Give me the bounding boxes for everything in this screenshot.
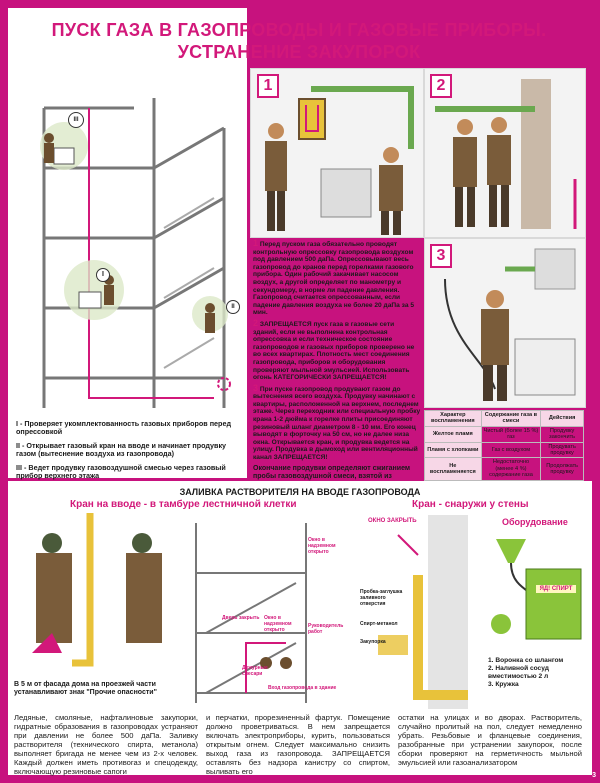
left-panel: ПУСК ГАЗА В ГАЗОПРОВОДЫ И ГАЗОВЫЕ ПРИБОР… bbox=[8, 8, 546, 480]
sign-caption: В 5 м от фасада дома на проезжей части у… bbox=[14, 681, 157, 696]
table-cell: Не воспламеняется bbox=[424, 457, 482, 481]
table-cell: Продолжать продувку bbox=[540, 457, 584, 481]
legend-item-ii: II - Открывает газовый кран на вводе и н… bbox=[16, 440, 227, 459]
table-header: Характер воспламенения bbox=[424, 410, 482, 427]
step-text-block: 1 Перед пуском газа обязательно проводят… bbox=[253, 238, 421, 532]
table-cell: Чистый (более 15 %) газ bbox=[480, 425, 542, 443]
table-cell: Продувку закончить bbox=[540, 425, 584, 443]
legend-item-i: I - Проверяет укомплектованность газовых… bbox=[16, 419, 232, 437]
marker-i: I bbox=[96, 268, 110, 282]
label-window-open: Окно в надземном открыто bbox=[308, 537, 336, 555]
step-1-number: 1 bbox=[257, 74, 279, 98]
marker-ii: II bbox=[226, 300, 240, 314]
step-1-marker: 1 bbox=[253, 238, 259, 248]
page-title-line1: ПУСК ГАЗА В ГАЗОПРОВОДЫ И ГАЗОВЫЕ ПРИБОР… bbox=[51, 20, 547, 40]
table-cell: Недостаточно (менее 4 %) содержание газа bbox=[480, 457, 542, 481]
table-row: Желтое пламя Чистый (более 15 %) газ Про… bbox=[424, 425, 584, 443]
legend: I - Проверяет укомплектованность газовых… bbox=[16, 419, 242, 485]
table-cell: Газ с воздухом bbox=[480, 441, 542, 459]
bottom-panel: ЗАЛИВКА РАСТВОРИТЕЛЯ НА ВВОДЕ ГАЗОПРОВОД… bbox=[8, 481, 592, 776]
bottom-header: ЗАЛИВКА РАСТВОРИТЕЛЯ НА ВВОДЕ ГАЗОПРОВОД… bbox=[179, 487, 421, 497]
step-1-text: Перед пуском газа обязательно проводят к… bbox=[253, 241, 415, 317]
page-title-line2: УСТРАНЕНИЕ ЗАКУПОРОК bbox=[177, 42, 421, 62]
table-row: Пламя с хлопками Газ с воздухом Продуват… bbox=[424, 441, 584, 459]
table-cell: Желтое пламя bbox=[424, 425, 482, 443]
stairwell-illustration bbox=[186, 513, 354, 709]
table-row: Не воспламеняется Недостаточно (менее 4 … bbox=[424, 457, 584, 481]
table-header: Содержание газа в смеси bbox=[480, 410, 542, 427]
marker-iii: III bbox=[68, 112, 84, 128]
page-number: 3 bbox=[592, 772, 596, 779]
step-2-number: 2 bbox=[430, 74, 452, 98]
equipment-list: 1. Воронка со шлангом 2. Наливной сосуд … bbox=[488, 657, 588, 689]
building-section-drawing bbox=[40, 98, 231, 408]
right-panel: 1 2 3 1 Перед пуском газа обязательно пр… bbox=[250, 8, 592, 528]
table-cell: Пламя с хлопками bbox=[424, 441, 482, 459]
subtitle-left: Кран на вводе - в тамбуре лестничной кле… bbox=[70, 499, 297, 510]
step-3-marker: 3 bbox=[253, 382, 259, 393]
table-header: Действия bbox=[540, 410, 584, 427]
label-door-close: Дверь закрыть bbox=[222, 615, 260, 621]
step-3-text: При пуске газопровод продувают газом до … bbox=[253, 385, 421, 462]
legend-item-iii: III - Ведет продувку газовоздушной смесь… bbox=[16, 462, 226, 481]
equipment-title: Оборудование bbox=[502, 517, 568, 527]
table-cell: Продувать продувку bbox=[540, 441, 584, 459]
subtitle-right: Кран - снаружи у стены bbox=[412, 499, 529, 510]
workers-illustration bbox=[12, 513, 180, 673]
paragraph-col-2: и перчатки, прорезиненный фартук. Помеще… bbox=[206, 713, 390, 776]
equipment-item: 3. Кружка bbox=[488, 681, 519, 688]
label-duty-fitters: Дежурные слесари bbox=[242, 665, 268, 677]
building-illustration: III I II bbox=[14, 68, 240, 413]
illustration-step-1 bbox=[250, 68, 424, 238]
step-2-text: ЗАПРЕЩАЕТСЯ пуск газа в газовые сети зда… bbox=[253, 320, 415, 382]
step-3-number: 3 bbox=[430, 244, 452, 268]
poison-label: ЯД! СПИРТ bbox=[536, 585, 576, 593]
label-close-window: ОКНО ЗАКРЫТЬ bbox=[368, 518, 417, 524]
label-window-open-2: Окно в надземном открыто bbox=[264, 615, 292, 633]
label-plug: Пробка-заглушка заливного отверстия bbox=[360, 589, 403, 607]
label-clog: Закупорка bbox=[360, 639, 386, 645]
step-2-marker: 2 bbox=[253, 317, 259, 328]
equipment-item: 1. Воронка со шлангом bbox=[488, 657, 564, 664]
label-leader: Руководитель работ bbox=[308, 623, 344, 635]
label-spirit: Спирт-метанол bbox=[360, 621, 398, 627]
equipment-item: 2. Наливной сосуд вместимостью 2 л bbox=[488, 665, 549, 680]
wall-pipe-illustration bbox=[358, 515, 478, 709]
paragraph-col-3: остатки на улицах и во дворах. Растворит… bbox=[398, 713, 582, 767]
paragraph-col-1: Ледяные, смоляные, нафталиновые закупорк… bbox=[14, 713, 198, 776]
ignition-table: Характер воспламенения Содержание газа в… bbox=[424, 410, 584, 481]
label-entrance: Вход газопровода в здание bbox=[268, 685, 337, 691]
